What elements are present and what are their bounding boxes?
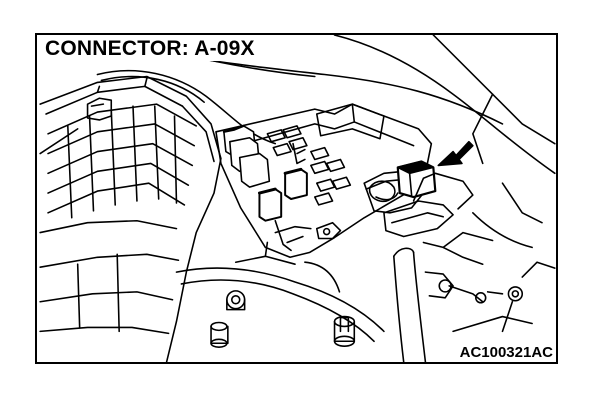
bolt-center	[333, 315, 356, 347]
pointer-arrow	[437, 140, 474, 167]
engine-bay-line-drawing	[39, 35, 556, 362]
bolt-left	[226, 290, 246, 311]
figure-reference-code: AC100321AC	[457, 344, 555, 362]
air-cleaner-housing	[39, 69, 277, 362]
bolt-bottom-left	[210, 321, 229, 348]
connector-a-09x-drawing	[363, 160, 474, 238]
connector-location-figure: CONNECTOR: A-09X AC100321AC	[35, 33, 558, 364]
figure-title: CONNECTOR: A-09X	[43, 37, 259, 61]
relay-box	[215, 103, 433, 259]
lower-components	[175, 93, 556, 362]
